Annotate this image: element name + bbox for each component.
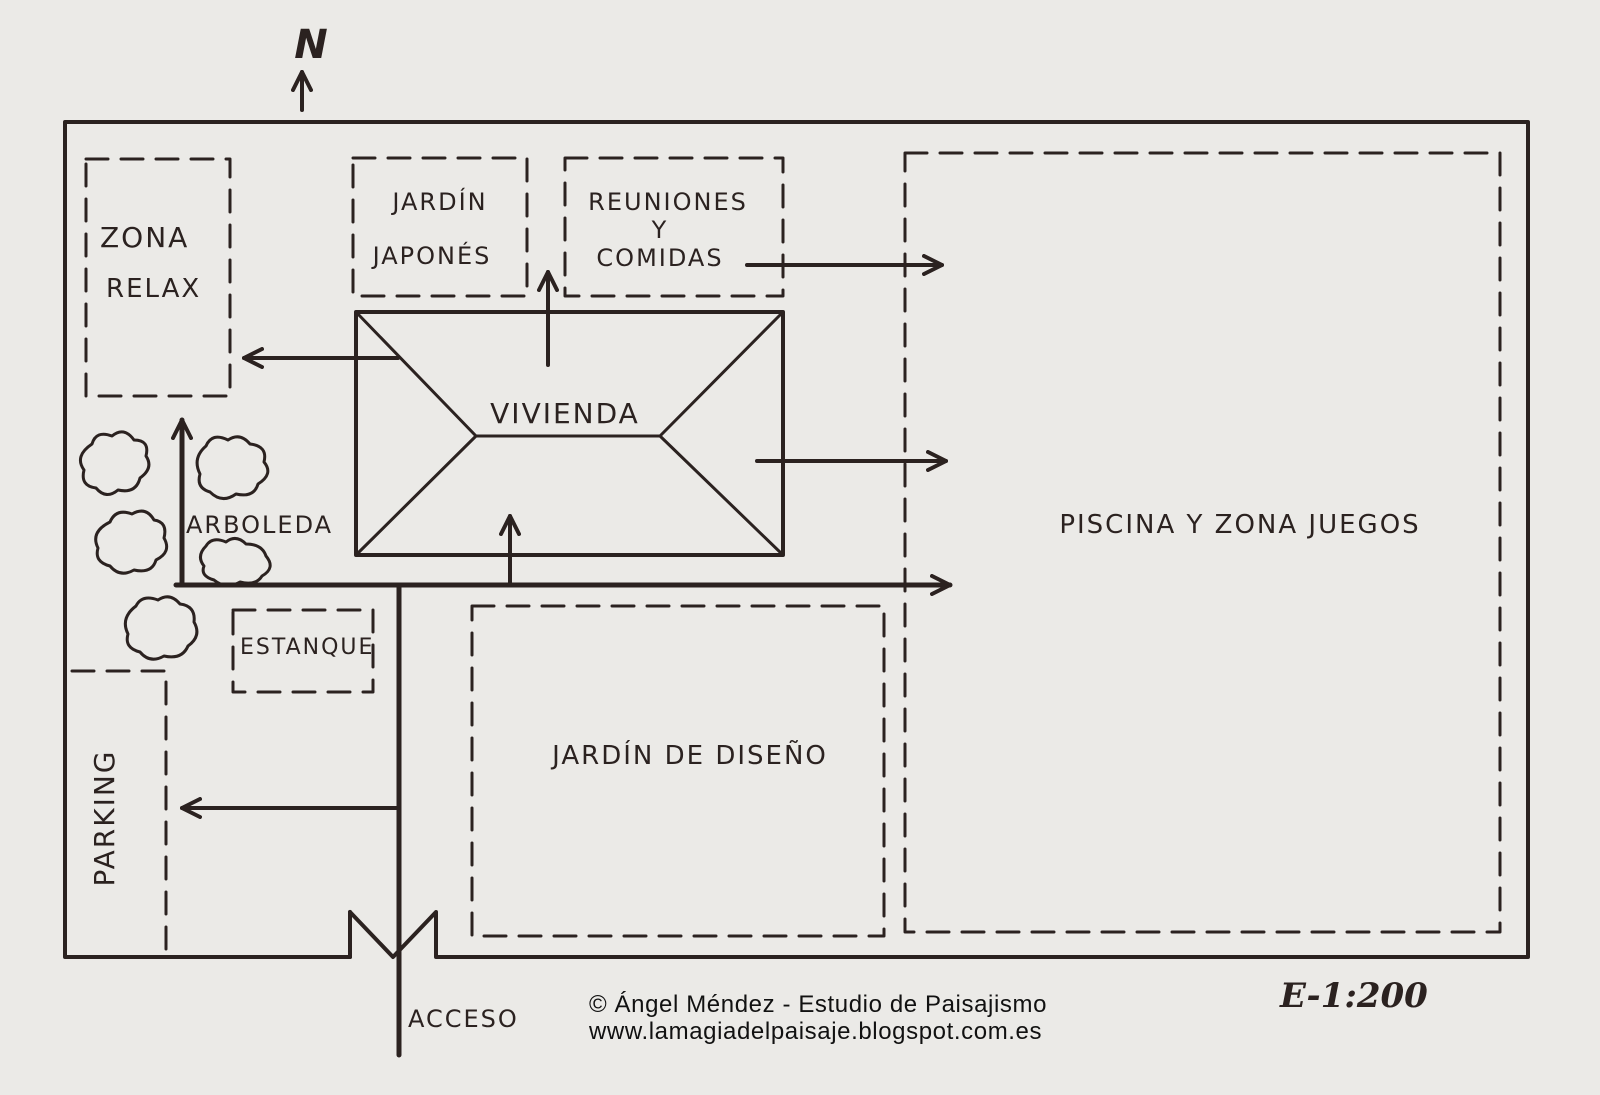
credit-author: © Ángel Méndez - Estudio de Paisajismo [589, 991, 1047, 1018]
jardin-diseno-label: JARDÍN DE DISEÑO [550, 739, 828, 771]
credit-url: www.lamagiadelpaisaje.blogspot.com.es [588, 1018, 1042, 1045]
reuniones-label-2: Y [651, 216, 669, 244]
parking: PARKING [70, 669, 168, 952]
scale-label: E-1:200 [1279, 976, 1428, 1016]
piscina-zona-juegos: PISCINA Y ZONA JUEGOS [903, 151, 1502, 934]
north-indicator: N [291, 22, 329, 112]
vivienda: VIVIENDA [354, 310, 785, 557]
jardin-japones-label: JARDÍN [390, 187, 487, 216]
property-boundary [63, 120, 1530, 959]
estanque: ESTANQUE [231, 608, 375, 694]
tree-shape [195, 435, 270, 500]
vivienda-label: VIVIENDA [490, 397, 640, 430]
jardin-japones-label-2: JAPONÉS [371, 241, 492, 270]
zona-relax-label-2: RELAX [106, 274, 201, 304]
tree-shape [78, 430, 151, 496]
zona-relax: ZONA RELAX [84, 157, 232, 398]
arboleda: ARBOLEDA [78, 430, 333, 661]
acceso-label: ACCESO [408, 1005, 519, 1033]
arboleda-label: ARBOLEDA [186, 511, 333, 539]
reuniones-label: REUNIONES [588, 188, 748, 216]
piscina-label: PISCINA Y ZONA JUEGOS [1059, 510, 1420, 540]
reuniones-comidas: REUNIONES Y COMIDAS [563, 156, 785, 298]
tree-shape [199, 537, 272, 587]
circulation-paths: ACCESO [171, 254, 953, 1058]
tree-shape [123, 595, 199, 661]
tree-shape [94, 509, 169, 575]
north-label: N [294, 22, 329, 68]
estanque-label: ESTANQUE [240, 635, 374, 660]
parking-label: PARKING [88, 750, 121, 887]
jardin-diseno: JARDÍN DE DISEÑO [470, 604, 886, 938]
reuniones-label-3: COMIDAS [596, 244, 723, 272]
credit-block: © Ángel Méndez - Estudio de Paisajismo w… [588, 991, 1047, 1045]
jardin-japones: JARDÍN JAPONÉS [351, 156, 529, 298]
zona-relax-label: ZONA [100, 221, 189, 254]
